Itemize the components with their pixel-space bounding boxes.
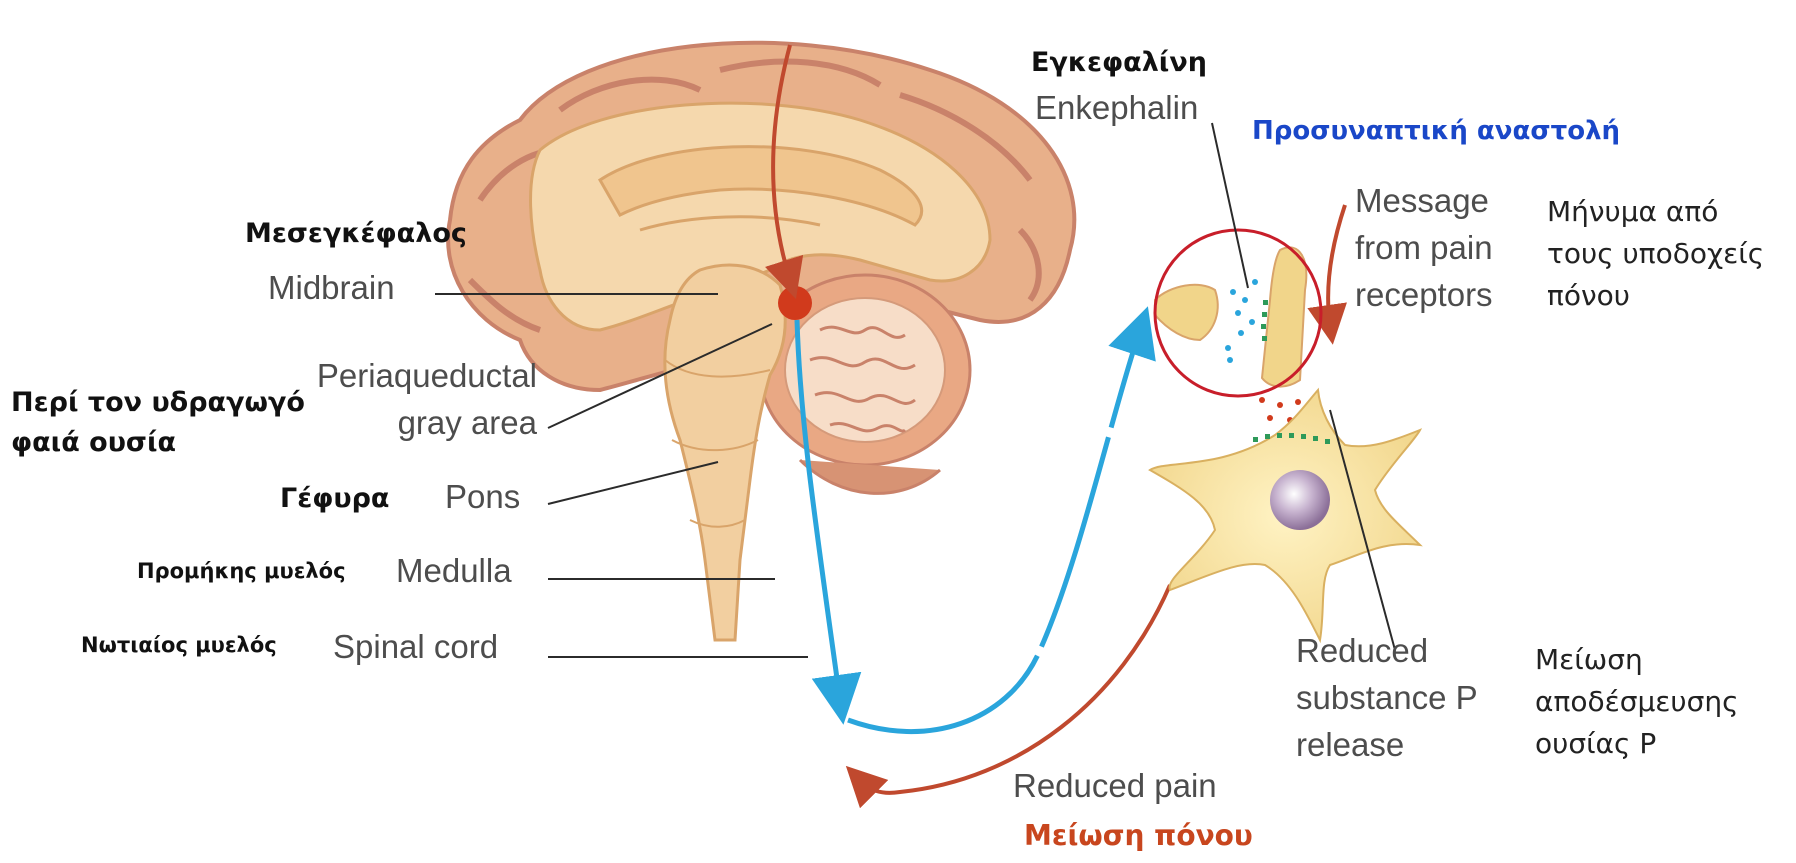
substance-p-label-greek-3: ουσίας P — [1535, 726, 1656, 762]
message-label-2: from pain — [1355, 230, 1493, 267]
reduced-pain-label: Reduced pain — [1013, 768, 1217, 805]
message-label-1: Message — [1355, 183, 1489, 220]
substance-p-label-1: Reduced — [1296, 633, 1428, 670]
medulla-label: Medulla — [396, 553, 512, 590]
message-label-greek-3: πόνου — [1547, 278, 1630, 314]
pag-label-greek-1: Περί τον υδραγωγό — [11, 388, 305, 418]
enkephalin-label: Enkephalin — [1035, 90, 1198, 127]
midbrain-label-greek: Μεσεγκέφαλος — [245, 219, 467, 249]
pag-label-1: Periaqueductal — [282, 358, 537, 395]
pons-label: Pons — [445, 479, 520, 516]
brain-illustration — [448, 43, 1074, 640]
substance-p-label-greek-2: αποδέσμευσης — [1535, 684, 1739, 720]
pons-label-greek: Γέφυρα — [280, 484, 389, 514]
substance-p-label-2: substance P — [1296, 680, 1478, 717]
message-label-3: receptors — [1355, 277, 1493, 314]
presynaptic-inhibition-title: Προσυναπτική αναστολή — [1252, 117, 1620, 146]
brainstem — [665, 265, 785, 640]
pag-label-greek-2: φαιά ουσία — [11, 428, 176, 458]
spinal-cord-label-greek: Νωτιαίος μυελός — [81, 634, 277, 658]
neuron-nucleus — [1270, 470, 1330, 530]
substance-p-label-greek-1: Μείωση — [1535, 642, 1643, 678]
message-label-greek-1: Μήνυμα από — [1547, 194, 1718, 230]
substance-p-label-3: release — [1296, 727, 1404, 764]
spinal-cord-label: Spinal cord — [333, 629, 498, 666]
pag-label-2: gray area — [282, 405, 537, 442]
reduced-pain-label-greek: Μείωση πόνου — [1024, 820, 1253, 851]
midbrain-label: Midbrain — [268, 270, 395, 307]
message-arrow — [1328, 205, 1345, 325]
enkephalin-label-greek: Εγκεφαλίνη — [1031, 48, 1207, 78]
message-label-greek-2: τους υποδοχείς — [1547, 236, 1764, 272]
medulla-label-greek: Προμήκης μυελός — [137, 560, 346, 584]
postsynaptic-neuron — [1150, 390, 1420, 640]
pag-dot — [778, 286, 812, 320]
